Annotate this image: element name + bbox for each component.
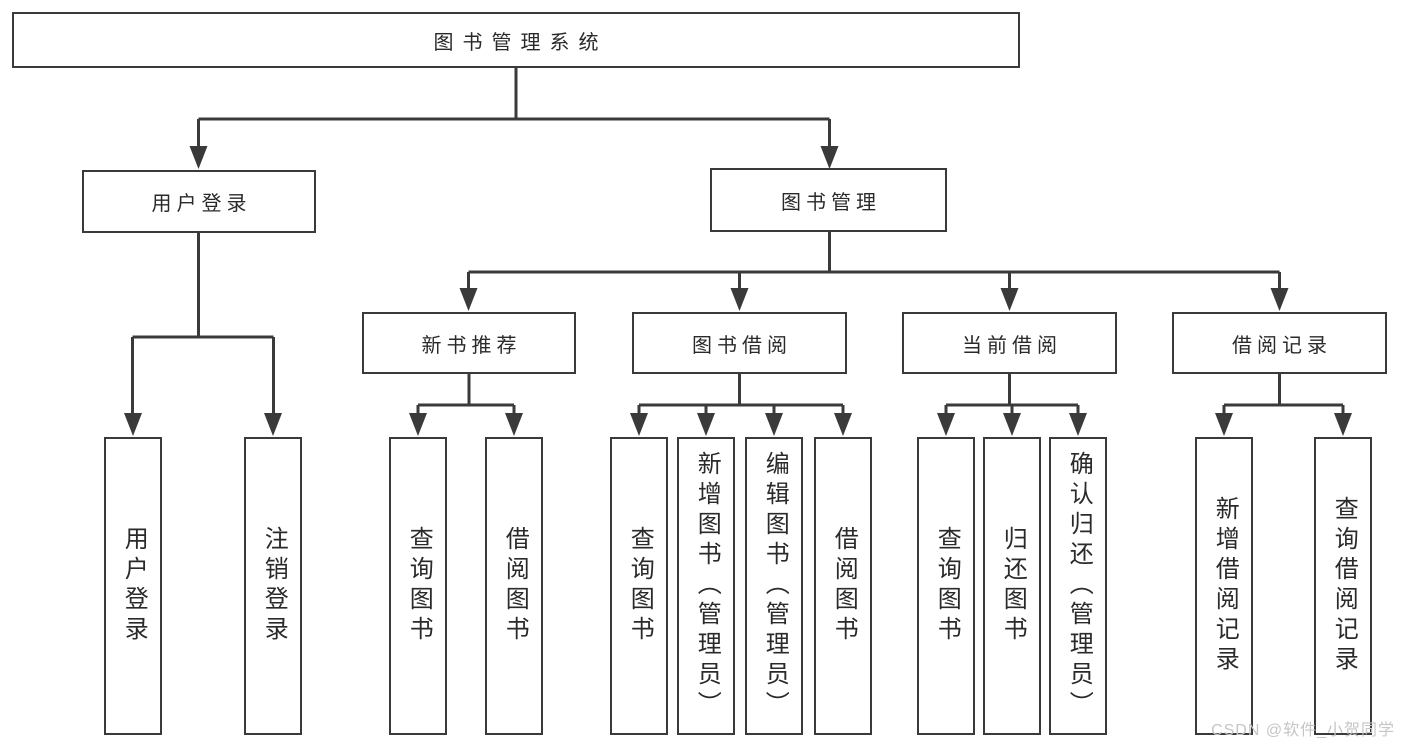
node-library-system-label: 图书管理系统	[433, 31, 608, 54]
node-new-book-recommendation: 新书推荐	[362, 312, 576, 374]
leaf-borrow-books-recommendation-label: 借阅图书	[501, 526, 529, 646]
leaf-logout: 注销登录	[244, 437, 302, 735]
leaf-query-books-recommendation: 查询图书	[389, 437, 447, 735]
leaf-return-book-label: 归还图书	[999, 526, 1027, 646]
leaf-confirm-return-admin: 确认归还（管理员）	[1049, 437, 1107, 735]
leaf-user-login-label: 用户登录	[120, 526, 148, 646]
leaf-edit-book-admin-label: 编辑图书（管理员）	[761, 451, 789, 721]
leaf-return-book: 归还图书	[983, 437, 1041, 735]
leaf-confirm-return-admin-label: 确认归还（管理员）	[1065, 451, 1093, 721]
connector-book-management-children	[459, 232, 1289, 311]
leaf-add-book-admin: 新增图书（管理员）	[677, 437, 735, 735]
node-borrowing-records: 借阅记录	[1172, 312, 1387, 374]
node-new-book-recommendation-label: 新书推荐	[421, 334, 522, 357]
node-current-borrowing-label: 当前借阅	[962, 334, 1062, 357]
node-library-system: 图书管理系统	[12, 12, 1020, 68]
connector-borrow-records-children	[1215, 374, 1352, 436]
leaf-borrow-books-recommendation: 借阅图书	[485, 437, 543, 735]
node-book-management-label: 图书管理	[781, 191, 881, 214]
connector-root-to-level2	[189, 68, 839, 169]
csdn-watermark: CSDN @软件_小贺同学	[1211, 722, 1395, 739]
leaf-logout-label: 注销登录	[260, 526, 288, 646]
leaf-query-borrow-record-label: 查询借阅记录	[1330, 496, 1358, 676]
leaf-query-borrow-record: 查询借阅记录	[1314, 437, 1372, 735]
node-book-borrowing: 图书借阅	[632, 312, 847, 374]
leaf-query-books-current-label: 查询图书	[933, 526, 961, 646]
node-book-borrowing-label: 图书借阅	[692, 334, 792, 357]
leaf-add-borrow-record: 新增借阅记录	[1195, 437, 1253, 735]
connector-user-login-children	[124, 233, 282, 436]
leaf-edit-book-admin: 编辑图书（管理员）	[745, 437, 803, 735]
leaf-query-books-recommendation-label: 查询图书	[405, 526, 433, 646]
leaf-borrow-books: 借阅图书	[814, 437, 872, 735]
leaf-query-books-current: 查询图书	[917, 437, 975, 735]
node-borrowing-records-label: 借阅记录	[1232, 334, 1332, 357]
connector-book-borrow-children	[630, 374, 852, 436]
leaf-user-login: 用户登录	[104, 437, 162, 735]
leaf-add-borrow-record-label: 新增借阅记录	[1211, 496, 1239, 676]
leaf-add-book-admin-label: 新增图书（管理员）	[693, 451, 721, 721]
leaf-query-books-borrowing-label: 查询图书	[626, 526, 654, 646]
node-current-borrowing: 当前借阅	[902, 312, 1117, 374]
connector-current-borrow-children	[937, 374, 1087, 436]
connector-new-book-children	[409, 374, 523, 436]
node-user-login: 用户登录	[82, 170, 316, 233]
leaf-query-books-borrowing: 查询图书	[610, 437, 668, 735]
node-book-management: 图书管理	[710, 168, 947, 232]
node-user-login-label: 用户登录	[151, 193, 252, 215]
leaf-borrow-books-label: 借阅图书	[830, 526, 858, 646]
